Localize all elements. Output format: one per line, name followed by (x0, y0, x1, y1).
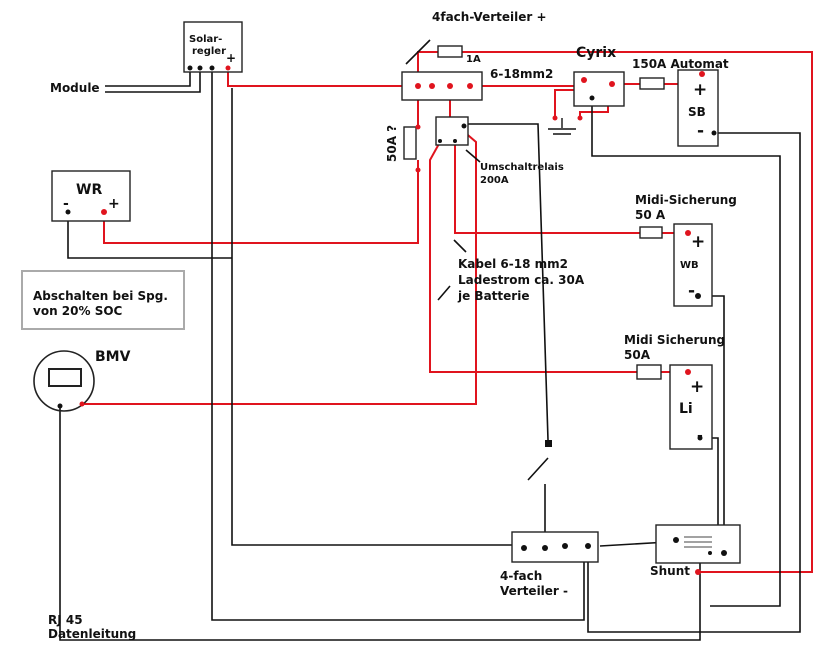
wire-verteiler-lead (405, 51, 419, 65)
wire-switch-blade (527, 457, 549, 481)
wire-module-2 (105, 68, 201, 93)
li-minus-label: - (697, 428, 703, 444)
verteiler-minus-label-1: 4-fach (500, 569, 542, 583)
solar-regler-label-2: regler (192, 46, 226, 57)
wire-verteiler-lead2 (417, 39, 431, 53)
cyrix-label: Cyrix (576, 45, 616, 61)
relay-label-2: 200A (480, 175, 509, 186)
sb-minus-label: - (697, 121, 704, 141)
wb-label: WB (680, 260, 699, 271)
fuse-50a (403, 126, 417, 160)
sb-label: SB (688, 105, 706, 119)
kabel-label-3: je Batterie (457, 289, 529, 303)
switch-contact (545, 440, 552, 447)
text-labels: Solar- regler + Module 4fach-Verteiler +… (33, 10, 737, 641)
rj45-label-1: RJ 45 (48, 613, 83, 627)
li-label: Li (679, 401, 693, 417)
wire-50a-to-wr (103, 160, 419, 244)
kabel-label-2: Ladestrom ca. 30A (458, 273, 585, 287)
note-box (21, 270, 185, 330)
li-fuse (636, 364, 662, 380)
terminals-black (57, 65, 727, 556)
bmv-body (33, 350, 95, 412)
rj45-label-2: Datenleitung (48, 627, 136, 641)
relay-label-1: Umschaltrelais (480, 162, 564, 173)
module-label: Module (50, 81, 100, 95)
ground-symbol (548, 118, 576, 135)
solar-regler-label-1: Solar- (189, 34, 222, 45)
wire-module-1 (105, 68, 191, 87)
verteiler-minus-label-2: Verteiler - (500, 584, 568, 598)
wire-6-18-label: 6-18mm2 (490, 67, 553, 81)
note-label-2: von 20% SOC (33, 304, 123, 318)
shunt-label: Shunt (650, 564, 690, 578)
wire-bus-vertical (231, 88, 522, 546)
wire-solar-to-distributor (227, 68, 419, 87)
automat-label: 150A Automat (632, 57, 729, 71)
verteiler-plus-label: 4fach-Verteiler + (432, 10, 547, 24)
wr-plus-label: + (108, 196, 120, 212)
wire-relay-to-wb (454, 140, 640, 234)
wb-fuse (639, 226, 663, 239)
wire-1a-branch (417, 51, 438, 74)
shunt-symbol (684, 536, 712, 548)
li-box (669, 364, 713, 450)
bmv-meter (33, 350, 95, 412)
wire-kabel-arrow1 (453, 239, 467, 253)
fuse-1a-label: 1A (466, 54, 481, 65)
solar-plus-label: + (226, 51, 236, 65)
wire-sb-minus (587, 132, 801, 633)
note-label-1: Abschalten bei Spg. (33, 289, 168, 303)
cyrix-box (573, 71, 625, 107)
wb-box (673, 223, 713, 307)
midi1-label-1: Midi-Sicherung (635, 193, 737, 207)
bmv-label: BMV (95, 349, 131, 365)
positive-wires (82, 51, 813, 573)
midi2-label-2: 50A (624, 348, 651, 362)
wb-plus-label: + (691, 232, 705, 252)
wire-solar-minus-to-dist (211, 68, 585, 621)
wb-minus-label: - (688, 281, 695, 301)
terminals-red (79, 65, 705, 575)
kabel-label-1: Kabel 6-18 mm2 (458, 257, 568, 271)
wire-relay-to-li (429, 141, 637, 373)
wr-label: WR (76, 182, 102, 198)
shunt-box (655, 524, 741, 564)
midi2-label-1: Midi Sicherung (624, 333, 725, 347)
wr-minus-label: - (63, 196, 69, 212)
wire-rj45 (59, 406, 701, 641)
wire-kabel-arrow2 (437, 285, 451, 301)
wire-cyrix-to-shunt (591, 100, 781, 607)
sb-box (677, 69, 719, 147)
fuse-1a (437, 45, 463, 58)
wire-relay-coil (464, 123, 549, 441)
verteiler-minus-box (511, 531, 599, 563)
wire-wr-minus-to-bus (67, 212, 232, 259)
fuse-50a-label: 50A ? (385, 125, 399, 162)
sb-plus-label: + (693, 80, 707, 100)
automat-fuse (639, 77, 665, 90)
wire-relay-label-lead (465, 149, 481, 163)
wire-1a-to-right (462, 51, 813, 573)
components (21, 21, 741, 564)
midi1-label-2: 50 A (635, 208, 666, 222)
bmv-display (48, 368, 82, 387)
wire-bmv-to-relay (82, 129, 477, 405)
solar-regler-box (183, 21, 243, 73)
li-plus-label: + (690, 377, 704, 397)
wr-box (51, 170, 131, 222)
